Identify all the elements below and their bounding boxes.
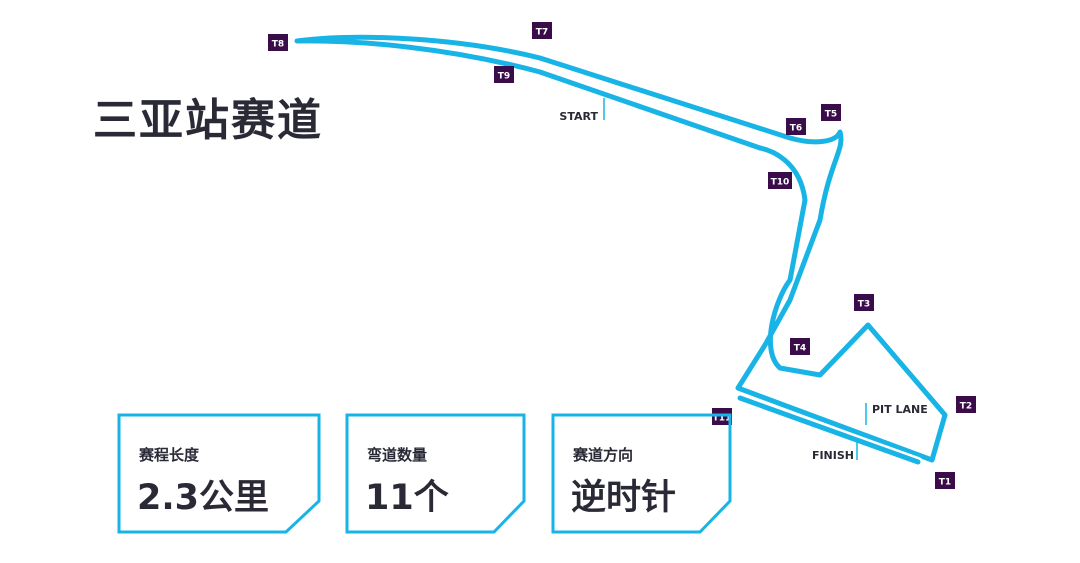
turn-marker-t7: T7 [532, 22, 552, 39]
turn-marker-t5: T5 [821, 104, 841, 121]
turn-marker-label: T7 [536, 28, 548, 38]
turn-marker-t10: T10 [768, 172, 792, 189]
stat-value: 逆时针 [571, 478, 677, 518]
start-label-group: START [559, 98, 605, 123]
turn-marker-label: T6 [790, 124, 802, 134]
turn-marker-label: T11 [713, 414, 732, 424]
turn-marker-label: T10 [771, 178, 790, 188]
stat-label: 赛程长度 [139, 446, 200, 464]
stat-value: 11个 [365, 478, 449, 518]
turn-marker-label: T1 [939, 478, 951, 488]
turn-marker-label: T9 [498, 72, 510, 82]
stat-label: 赛道方向 [573, 446, 634, 464]
start-label: START [559, 110, 598, 123]
turn-marker-label: T5 [825, 110, 837, 120]
turn-marker-t3: T3 [854, 294, 874, 311]
card-frame [345, 413, 526, 534]
track-main-loop-line [294, 34, 948, 463]
page-title: 三亚站赛道 [93, 95, 323, 146]
stat-card-direction: 赛道方向 逆时针 [551, 413, 732, 534]
turn-marker-label: T8 [272, 40, 284, 50]
pit-lane-track [737, 395, 921, 465]
circuit-outline [291, 31, 951, 467]
card-frame [551, 413, 732, 534]
finish-label: FINISH [812, 449, 854, 462]
turn-marker-label: T3 [858, 300, 870, 310]
turn-marker-t8: T8 [268, 34, 288, 51]
turn-marker-t4: T4 [790, 338, 810, 355]
stat-card-turn-count: 弯道数量 11个 [345, 413, 526, 534]
turn-marker-t2: T2 [956, 396, 976, 413]
turn-marker-label: T2 [960, 402, 972, 412]
card-frame [117, 413, 321, 534]
stat-label: 弯道数量 [367, 446, 428, 464]
turn-marker-t1: T1 [935, 472, 955, 489]
pit-lane-label: PIT LANE [872, 403, 928, 416]
turn-marker-label: T4 [794, 344, 806, 354]
finish-label-group: FINISH [812, 438, 858, 462]
stat-card-track-length: 赛程长度 2.3公里 [117, 413, 321, 534]
turn-marker-t9: T9 [494, 66, 514, 83]
pit-lane-label-group: PIT LANE [865, 403, 928, 425]
turn-marker-t6: T6 [786, 118, 806, 135]
stat-value: 2.3公里 [137, 478, 270, 518]
